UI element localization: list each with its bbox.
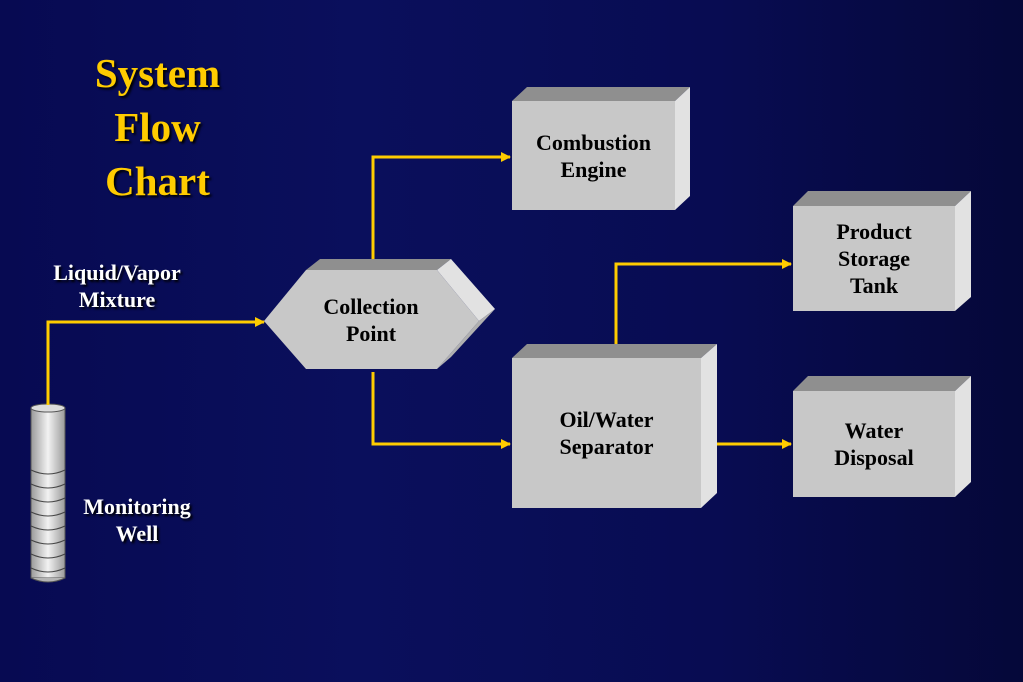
combustion-engine-line-2: Engine [560, 156, 627, 182]
monitoring-well-icon [30, 403, 66, 583]
mixture-label-line-2: Mixture [78, 287, 156, 312]
mixture-label: Liquid/Vapor Mixture [24, 259, 210, 313]
collection-point-line-2: Point [345, 321, 397, 346]
storage-line-1: Product [836, 219, 912, 244]
arrow-well-to-collection [46, 317, 265, 405]
arrow-separator-to-storage [614, 259, 792, 353]
collection-point-line-1: Collection [323, 294, 419, 319]
title-line-2: Flow [114, 104, 201, 150]
disposal-line-2: Disposal [834, 445, 914, 470]
water-disposal-shape [793, 376, 971, 497]
product-storage-tank-node: Product Storage Tank [793, 206, 955, 311]
well-label-line-2: Well [115, 521, 159, 546]
oil-water-separator-node: Oil/Water Separator [512, 358, 701, 508]
combustion-engine-node: Combustion Engine [512, 101, 675, 210]
disposal-line-1: Water [844, 418, 904, 443]
oil-water-separator-shape [512, 344, 717, 508]
title-line-3: Chart [105, 158, 210, 204]
title-line-1: System [94, 50, 221, 96]
well-label-line-1: Monitoring [83, 494, 191, 519]
storage-line-3: Tank [849, 273, 899, 298]
chart-title: System Flow Chart [60, 46, 255, 208]
combustion-engine-line-1: Combustion [536, 129, 651, 155]
arrow-collection-to-separator [371, 372, 511, 449]
product-storage-tank-shape [793, 191, 971, 311]
separator-line-1: Oil/Water [559, 407, 654, 432]
collection-point-shape [264, 259, 495, 369]
monitoring-well-label: Monitoring Well [62, 493, 212, 547]
combustion-engine-shape [512, 87, 690, 210]
mixture-label-line-1: Liquid/Vapor [53, 260, 181, 285]
arrow-collection-to-engine [371, 152, 511, 262]
water-disposal-node: Water Disposal [793, 391, 955, 497]
storage-line-2: Storage [837, 246, 911, 271]
separator-line-2: Separator [559, 434, 654, 459]
collection-point-node: Collection Point [290, 270, 452, 370]
